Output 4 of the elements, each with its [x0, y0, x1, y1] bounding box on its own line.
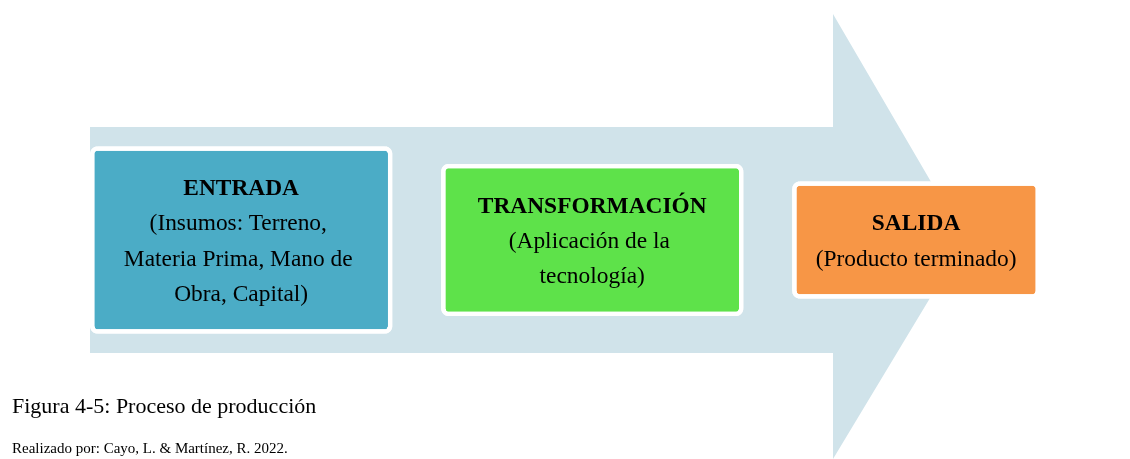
process-box: ENTRADA (Insumos: Terreno, Materia Prima, Mano de Obra, Capital) — [90, 146, 393, 334]
process-box: TRANSFORMACIÓN (Aplicación de la tecnología) — [441, 163, 744, 317]
credit-note: Realizado por: Cayo, L. & Martínez, R. 2022. — [12, 440, 288, 456]
figure-caption: Figura 4-5: Proceso de producción — [12, 393, 317, 419]
